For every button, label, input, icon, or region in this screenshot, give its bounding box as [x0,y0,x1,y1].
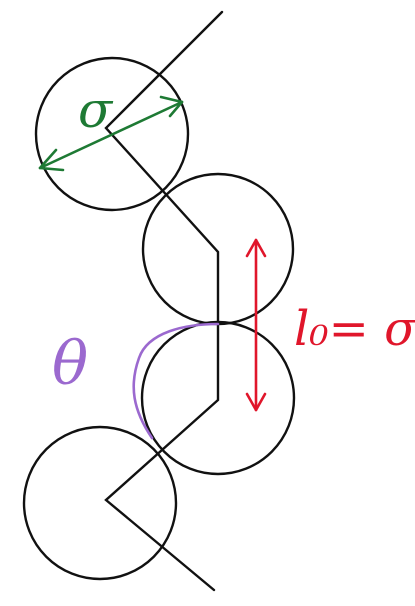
bead-1 [34,56,190,212]
angle-label: θ [52,329,88,399]
bead-4 [22,425,178,581]
bond-arrowhead-top [245,238,267,258]
diameter-arrow [38,95,184,172]
bond-arrowhead-bottom [245,392,267,412]
diameter-arrowhead-right [159,95,184,118]
diameter-arrowhead-left [38,148,65,172]
beads [22,56,296,581]
bond-length-label: l₀= σ [294,301,415,357]
bond-angle-arc [132,322,220,440]
diameter-label: σ [78,81,114,139]
backbone-chain [104,10,224,592]
bond-length-arrow [245,238,267,412]
